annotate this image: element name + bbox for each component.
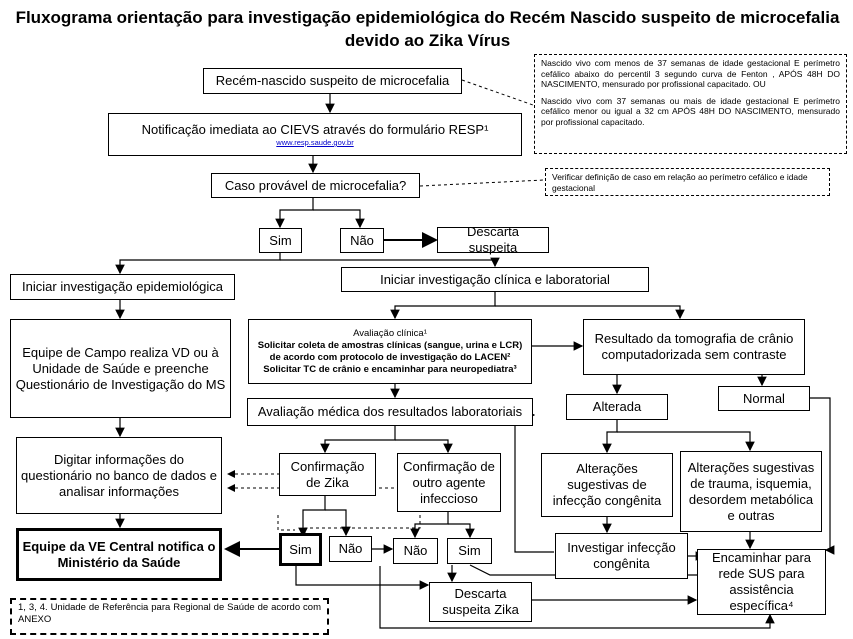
page-title: Fluxograma orientação para investigação … xyxy=(15,8,840,50)
node-inv-epidemiologica: Iniciar investigação epidemiológica xyxy=(10,274,235,300)
node-sim-outro: Sim xyxy=(447,538,492,564)
node-caso-provavel: Caso provável de microcefalia? xyxy=(211,173,420,198)
note-definicao-caso: Nascido vivo com menos de 37 semanas de … xyxy=(534,54,847,154)
node-tomografia: Resultado da tomografia de crânio comput… xyxy=(583,319,805,375)
resp-link[interactable]: www.resp.saude.gov.br xyxy=(276,138,354,147)
node-rn-suspeito: Recém-nascido suspeito de microcefalia xyxy=(203,68,462,94)
node-sim-caso: Sim xyxy=(259,228,302,253)
node-sim-zika: Sim xyxy=(279,533,322,566)
note-definicao-1: Nascido vivo com menos de 37 semanas de … xyxy=(541,58,840,89)
note-definicao-2: Nascido vivo com 37 semanas ou mais de i… xyxy=(541,95,840,127)
node-avaliacao-medica: Avaliação médica dos resultados laborato… xyxy=(247,398,533,426)
node-encaminhar-sus: Encaminhar para rede SUS para assistênci… xyxy=(697,549,826,615)
node-notificacao: Notificação imediata ao CIEVS através do… xyxy=(108,113,522,156)
node-inv-clinica: Iniciar investigação clínica e laborator… xyxy=(341,267,649,292)
node-equipe-ve-central: Equipe da VE Central notifica o Ministér… xyxy=(16,528,222,581)
node-nao-zika: Não xyxy=(329,536,372,562)
node-descarta-suspeita: Descarta suspeita xyxy=(437,224,549,255)
node-equipe-campo: Equipe de Campo realiza VD ou à Unidade … xyxy=(10,319,231,418)
node-confirmacao-zika: Confirmação de Zika xyxy=(279,453,376,496)
node-nao-outro: Não xyxy=(393,538,438,564)
footnote-anexo: 1, 3, 4. Unidade de Referência para Regi… xyxy=(10,598,329,635)
node-digitar-informacoes: Digitar informações do questionário no b… xyxy=(16,437,222,514)
node-alteracoes-trauma: Alterações sugestivas de trauma, isquemi… xyxy=(680,451,822,532)
node-nao-caso: Não xyxy=(340,228,384,253)
node-alterada: Alterada xyxy=(566,394,668,420)
node-investigar-congenita: Investigar infecção congênita xyxy=(555,533,688,579)
note-verificar-definicao: Verificar definição de caso em relação a… xyxy=(545,168,830,196)
node-alteracoes-congenita: Alterações sugestivas de infecção congên… xyxy=(541,453,673,517)
node-descarta-zika: Descarta suspeita Zika xyxy=(429,582,532,622)
node-normal: Normal xyxy=(718,386,810,411)
node-avaliacao-clinica: Avaliação clínica¹ Solicitar coleta de a… xyxy=(248,319,532,384)
node-confirmacao-outro: Confirmação de outro agente infeccioso xyxy=(397,453,501,512)
